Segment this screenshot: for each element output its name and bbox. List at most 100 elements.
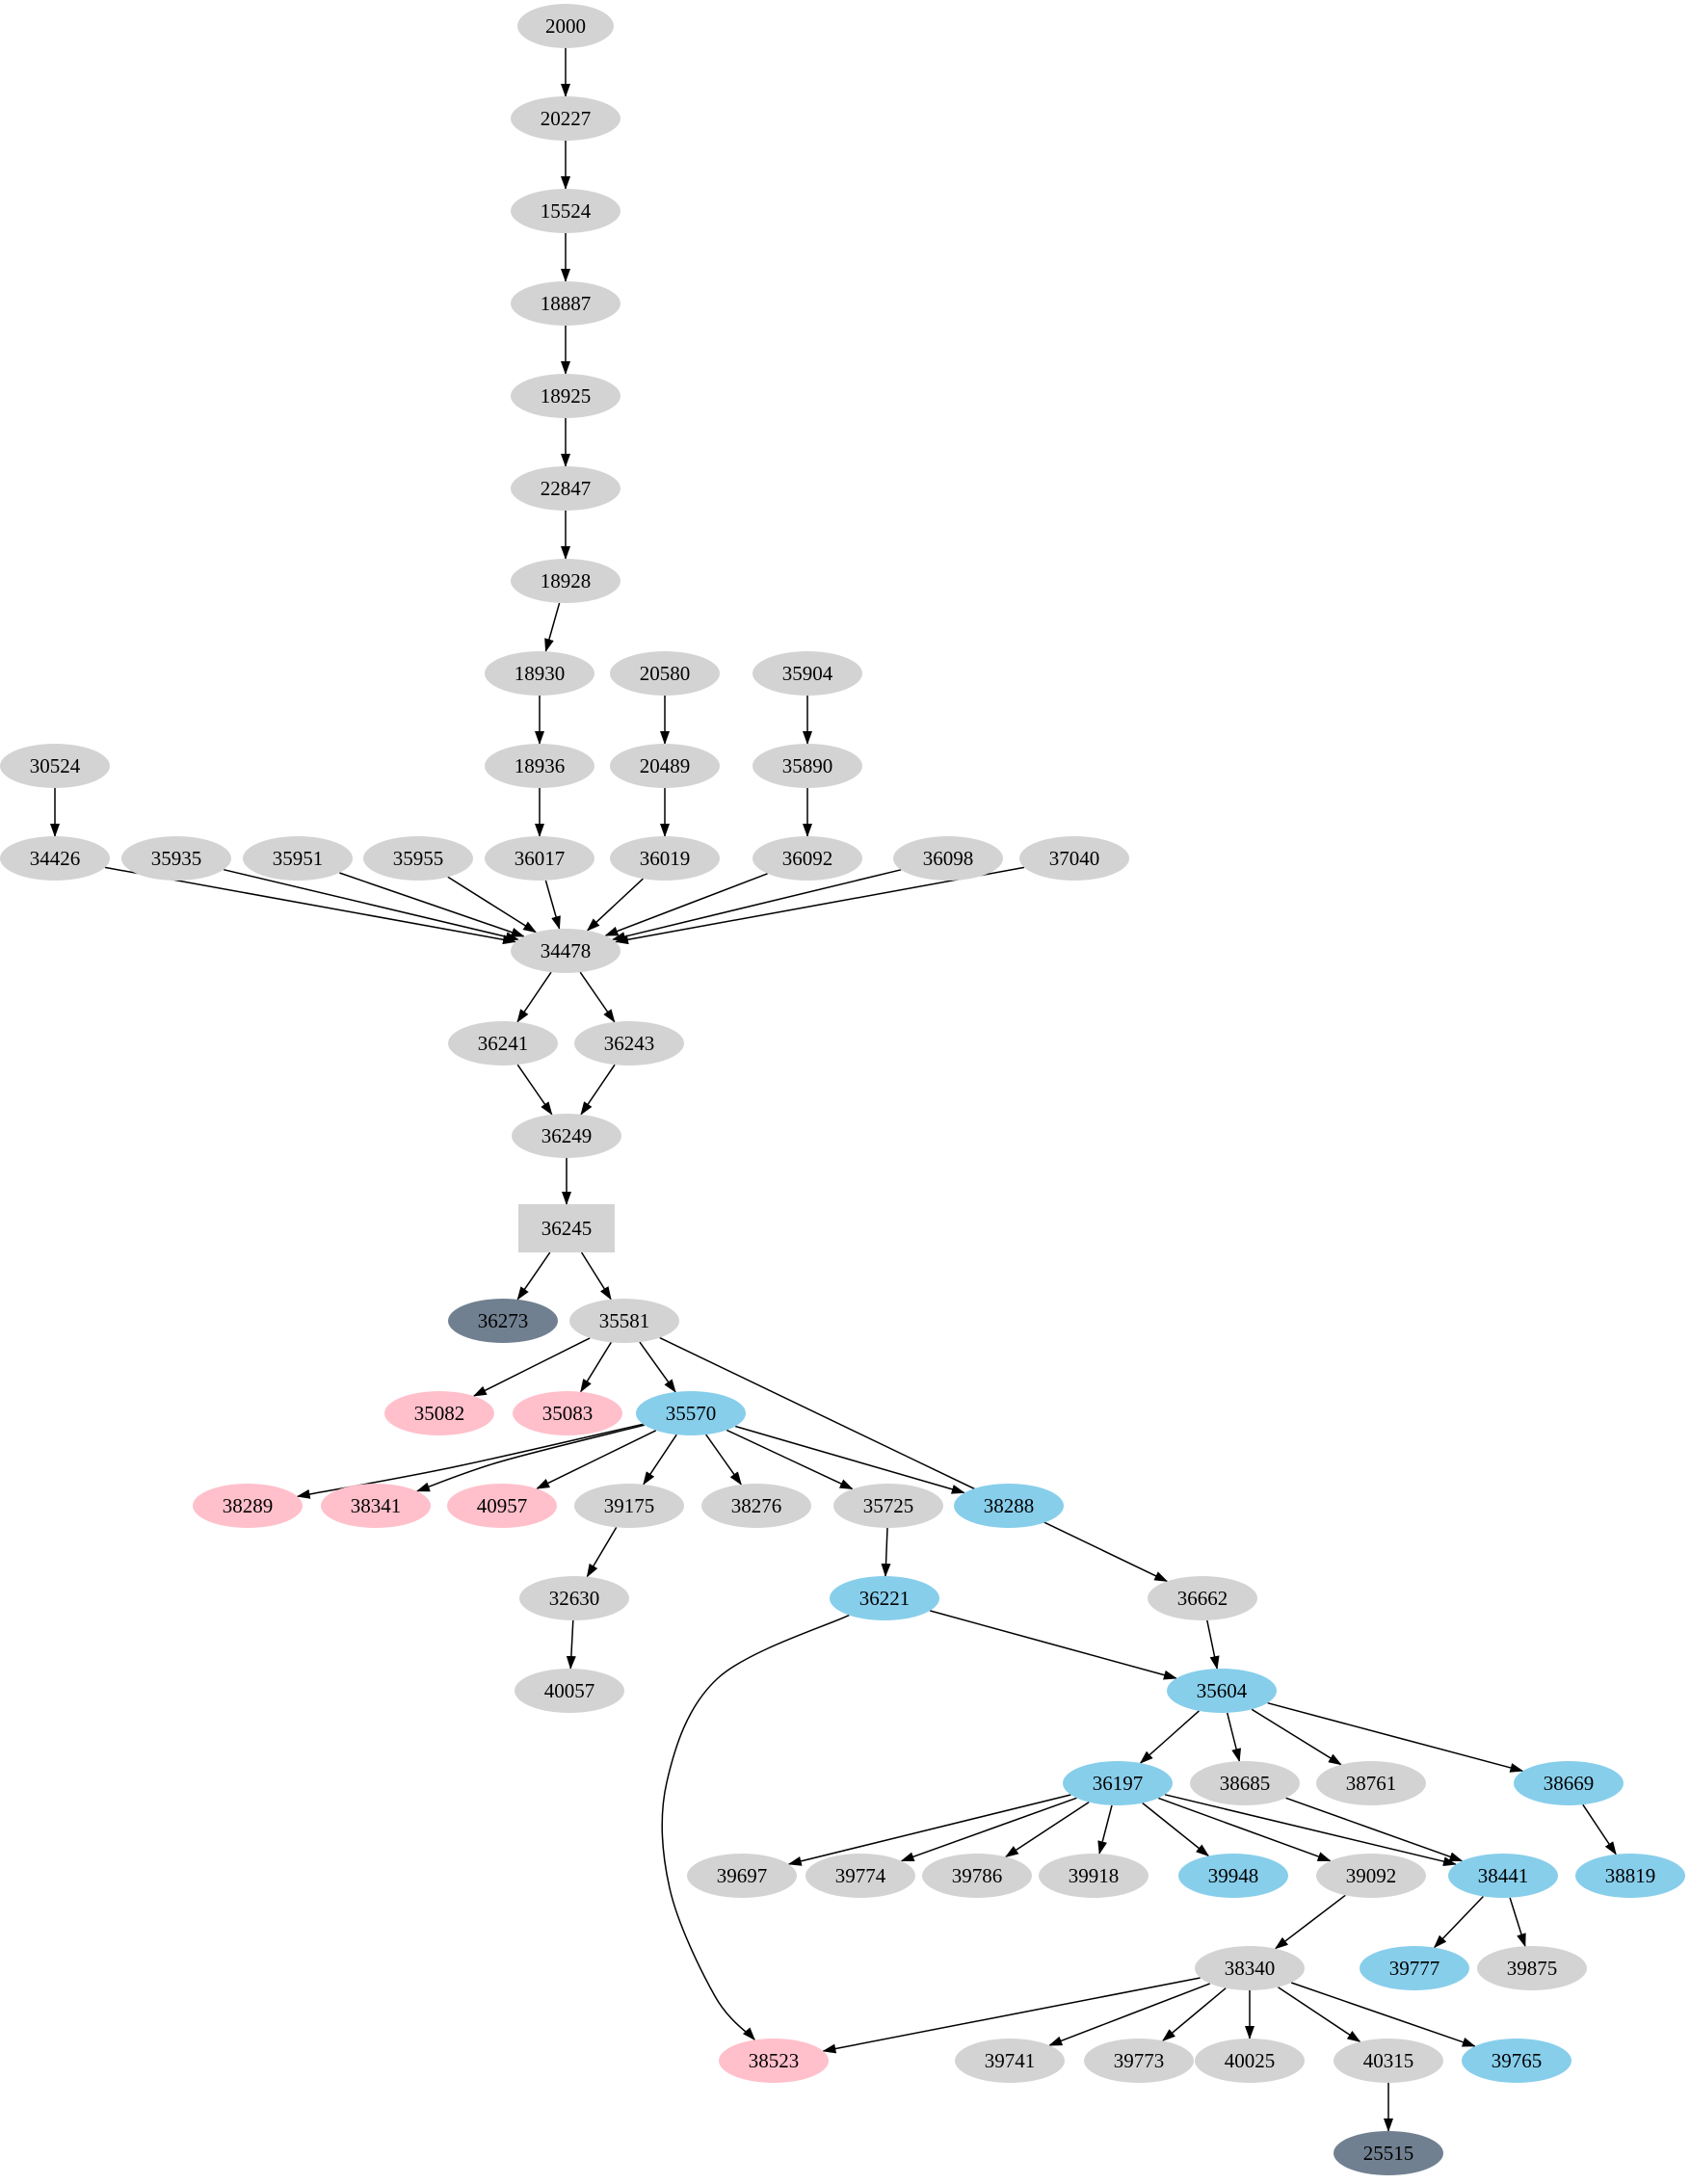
node-38341-ellipse — [321, 1484, 431, 1528]
node-38819-ellipse — [1575, 1854, 1685, 1898]
node-38441-label: 38441 — [1478, 1864, 1529, 1887]
node-22847: 22847 — [511, 466, 621, 511]
edge-38340-39773 — [1162, 1987, 1227, 2041]
node-35083-ellipse — [513, 1391, 622, 1435]
node-37040-label: 37040 — [1049, 847, 1100, 870]
node-39092-label: 39092 — [1346, 1864, 1397, 1887]
edge-36243-36249 — [580, 1064, 616, 1116]
node-18936-label: 18936 — [515, 754, 566, 777]
node-38289-label: 38289 — [223, 1494, 274, 1517]
node-39175: 39175 — [574, 1484, 684, 1528]
node-36019: 36019 — [610, 836, 720, 881]
node-36221-label: 36221 — [859, 1587, 911, 1610]
node-39741: 39741 — [955, 2039, 1065, 2083]
node-39875-label: 39875 — [1507, 1957, 1558, 1980]
edge-35570-35725 — [726, 1429, 854, 1490]
node-36092: 36092 — [753, 836, 862, 881]
node-2000: 2000 — [517, 4, 614, 48]
node-39777: 39777 — [1360, 1946, 1469, 1990]
node-39918-ellipse — [1039, 1854, 1149, 1898]
node-39175-label: 39175 — [604, 1494, 655, 1517]
node-36221-ellipse — [830, 1576, 939, 1620]
node-39786: 39786 — [922, 1854, 1032, 1898]
node-38288-label: 38288 — [984, 1494, 1035, 1517]
edge-35604-38761 — [1251, 1708, 1342, 1766]
node-36662-label: 36662 — [1177, 1587, 1228, 1610]
edge-35581-35570 — [639, 1341, 676, 1393]
node-36241-ellipse — [448, 1021, 558, 1066]
node-36273: 36273 — [448, 1299, 558, 1343]
edge-36092-34478 — [604, 873, 768, 936]
node-36273-ellipse — [448, 1299, 558, 1343]
edge-36221-38523 — [661, 1614, 850, 2041]
node-39774: 39774 — [805, 1854, 915, 1898]
edge-36241-36249 — [516, 1064, 553, 1116]
node-39918-label: 39918 — [1069, 1864, 1120, 1887]
node-39786-label: 39786 — [952, 1864, 1003, 1887]
node-18925: 18925 — [511, 374, 621, 418]
edge-36098-34478 — [611, 869, 902, 941]
edge-39092-38340 — [1274, 1894, 1346, 1950]
node-36245-box — [518, 1204, 615, 1252]
node-39777-label: 39777 — [1389, 1957, 1440, 1980]
node-35951-ellipse — [243, 836, 353, 881]
node-39774-label: 39774 — [835, 1864, 886, 1887]
node-35951: 35951 — [243, 836, 353, 881]
node-37040-ellipse — [1019, 836, 1129, 881]
node-20227: 20227 — [511, 96, 621, 141]
node-36017: 36017 — [485, 836, 594, 881]
node-38685-label: 38685 — [1220, 1772, 1271, 1795]
node-35935-label: 35935 — [151, 847, 202, 870]
node-36243: 36243 — [574, 1021, 684, 1066]
edge-35581-35082 — [472, 1337, 591, 1397]
node-36197-ellipse — [1063, 1761, 1173, 1805]
node-36098-ellipse — [893, 836, 1003, 881]
edge-32630-40057 — [566, 1619, 576, 1670]
node-36241: 36241 — [448, 1021, 558, 1066]
node-2000-ellipse — [517, 4, 614, 48]
node-34426: 34426 — [0, 836, 110, 881]
node-2000-label: 2000 — [545, 14, 586, 38]
node-40057-ellipse — [515, 1669, 624, 1713]
edge-36245-36273 — [516, 1251, 551, 1301]
edge-35570-38288 — [734, 1425, 965, 1494]
node-35904-label: 35904 — [782, 662, 833, 685]
node-35955-label: 35955 — [393, 847, 444, 870]
node-32630: 32630 — [519, 1576, 629, 1620]
node-38340-label: 38340 — [1225, 1957, 1276, 1980]
node-38340-ellipse — [1195, 1946, 1305, 1990]
node-35935: 35935 — [121, 836, 231, 881]
node-22847-ellipse — [511, 466, 621, 511]
node-40315-ellipse — [1334, 2039, 1443, 2083]
edge-35570-38276 — [705, 1434, 742, 1486]
node-36019-ellipse — [610, 836, 720, 881]
node-38340: 38340 — [1195, 1946, 1305, 1990]
node-20227-label: 20227 — [541, 107, 592, 130]
node-30524-ellipse — [0, 744, 110, 788]
node-39765: 39765 — [1462, 2039, 1571, 2083]
node-39773-label: 39773 — [1114, 2049, 1165, 2072]
edge-37040-34478 — [615, 866, 1025, 945]
node-39092: 39092 — [1316, 1854, 1426, 1898]
node-38441-ellipse — [1448, 1854, 1558, 1898]
node-39777-ellipse — [1360, 1946, 1469, 1990]
node-39773-ellipse — [1084, 2039, 1194, 2083]
node-40025-label: 40025 — [1225, 2049, 1276, 2072]
node-38523: 38523 — [719, 2039, 829, 2083]
node-32630-label: 32630 — [549, 1587, 600, 1610]
edge-34478-36241 — [516, 971, 552, 1023]
node-35570-ellipse — [636, 1391, 746, 1435]
node-36662-ellipse — [1148, 1576, 1257, 1620]
node-40957: 40957 — [447, 1484, 557, 1528]
node-34426-label: 34426 — [30, 847, 81, 870]
node-38341: 38341 — [321, 1484, 431, 1528]
node-36221: 36221 — [830, 1576, 939, 1620]
node-35570-label: 35570 — [666, 1402, 717, 1425]
node-20580: 20580 — [610, 651, 720, 696]
edge-38340-39741 — [1048, 1983, 1211, 2046]
edge-38669-38819 — [1582, 1803, 1617, 1855]
edge-38340-40315 — [1278, 1987, 1361, 2042]
edge-35951-34478 — [339, 872, 525, 937]
